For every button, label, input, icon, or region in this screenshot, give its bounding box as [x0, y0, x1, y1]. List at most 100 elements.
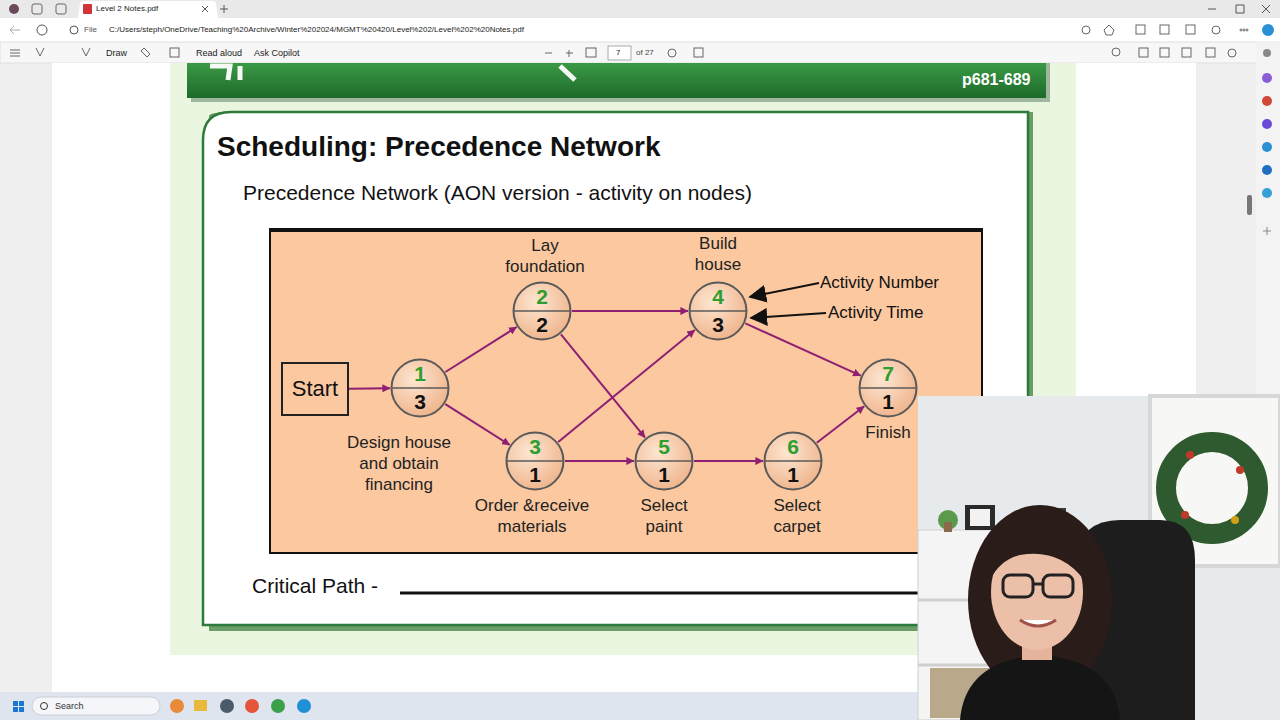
profile-icon [9, 4, 19, 14]
circle-divider [765, 460, 822, 462]
activity-number: 1 [390, 360, 450, 388]
fill-in-blank [400, 592, 918, 595]
back-icon [10, 26, 20, 34]
tab-icon [32, 4, 42, 14]
activity-number: 2 [512, 283, 572, 311]
activity-node: Order &receive materials31 [505, 431, 565, 491]
activity-node: Build house43 [688, 281, 748, 341]
pdf-icon [83, 4, 92, 14]
content-panel [203, 112, 1028, 625]
pdf-toolbar [0, 42, 1280, 63]
precedence-arrow [558, 330, 695, 442]
toolbar-button: Read aloud [196, 48, 242, 59]
toolbar-button: Draw [106, 48, 127, 59]
slide-title: Scheduling: Precedence Network [217, 130, 660, 164]
webcam-feed [918, 396, 1280, 720]
precedence-arrow [694, 460, 763, 462]
activity-number: 7 [858, 360, 918, 388]
diagram-area [270, 229, 982, 553]
search-placeholder: Search [55, 701, 84, 712]
activity-time: 1 [505, 461, 565, 489]
tab-icon [56, 4, 66, 14]
page-number-box [608, 46, 631, 60]
toolbar-icons [1082, 25, 1248, 35]
activity-number: 6 [763, 433, 823, 461]
copilot-icon [1262, 24, 1274, 36]
activity-time: 1 [634, 461, 694, 489]
header-bar [187, 63, 1046, 98]
tab-bar [0, 0, 1280, 18]
start-box: Start [281, 362, 349, 416]
annotation-label: Activity Time [828, 302, 923, 323]
page-reference: p681-689 [962, 70, 1031, 90]
close-icon [202, 6, 208, 12]
refresh-icon [37, 25, 47, 35]
sidebar [1256, 42, 1280, 692]
search-icon [41, 703, 48, 710]
toolbar-button: Ask Copilot [254, 48, 300, 59]
activity-node: Select paint51 [634, 431, 694, 491]
windows-logo [13, 701, 24, 712]
precedence-arrow [445, 327, 516, 372]
precedence-arrow [561, 334, 645, 437]
window-controls [1208, 5, 1270, 13]
activity-name: Select paint [629, 495, 699, 537]
diagram-top-border [270, 228, 982, 232]
subtitle: Precedence Network (AON version - activi… [243, 180, 752, 206]
activity-node: Finish71 [858, 358, 918, 418]
slide-background [170, 63, 1076, 655]
activity-name: Select carpet [762, 495, 832, 537]
activity-time: 3 [390, 388, 450, 416]
tab-title: Level 2 Notes.pdf [96, 4, 158, 14]
circle-divider [392, 387, 449, 389]
node-label: Start [283, 364, 347, 414]
activity-node: Design house and obtain financing13 [390, 358, 450, 418]
activity-node: Lay foundation22 [512, 281, 572, 341]
circle-divider [690, 310, 747, 312]
sidebar-icons [1262, 49, 1272, 235]
taskbar-icons [170, 699, 311, 713]
activity-name: Finish [853, 422, 923, 443]
activity-node: Select carpet61 [763, 431, 823, 491]
taskbar [0, 692, 1280, 720]
fill-in-prompt: Critical Path - [252, 573, 378, 599]
page-count: of 27 [636, 48, 654, 58]
activity-time: 1 [858, 388, 918, 416]
annotation-label: Activity Number [820, 272, 939, 293]
activity-name: Order &receive materials [457, 495, 607, 537]
activity-name: Lay foundation [495, 235, 595, 277]
activity-number: 5 [634, 433, 694, 461]
new-tab-icon [220, 5, 228, 13]
page-number: 7 [616, 48, 620, 58]
precedence-arrow [572, 310, 688, 312]
active-tab [78, 1, 218, 18]
circle-divider [636, 460, 693, 462]
address-url: C:/Users/steph/OneDrive/Teaching%20Archi… [109, 25, 524, 35]
url-scheme: File [84, 25, 97, 35]
activity-time: 3 [688, 311, 748, 339]
leader-line [751, 313, 826, 318]
precedence-arrow [349, 387, 390, 389]
circle-divider [507, 460, 564, 462]
precedence-arrow [565, 460, 634, 462]
activity-name: Design house and obtain financing [334, 432, 464, 495]
leader-line [750, 283, 819, 297]
activity-number: 4 [688, 283, 748, 311]
info-icon [70, 26, 78, 34]
address-row [0, 18, 1280, 42]
activity-number: 3 [505, 433, 565, 461]
precedence-arrow [817, 406, 864, 442]
activity-name: Build house [683, 233, 753, 275]
header-title-fragment [210, 66, 575, 80]
precedence-arrow [745, 323, 860, 375]
search-box [32, 697, 160, 715]
precedence-arrow [445, 404, 509, 445]
pdf-page [52, 63, 1196, 692]
activity-time: 1 [763, 461, 823, 489]
circle-divider [860, 387, 917, 389]
scrollbar-thumb [1247, 195, 1252, 215]
